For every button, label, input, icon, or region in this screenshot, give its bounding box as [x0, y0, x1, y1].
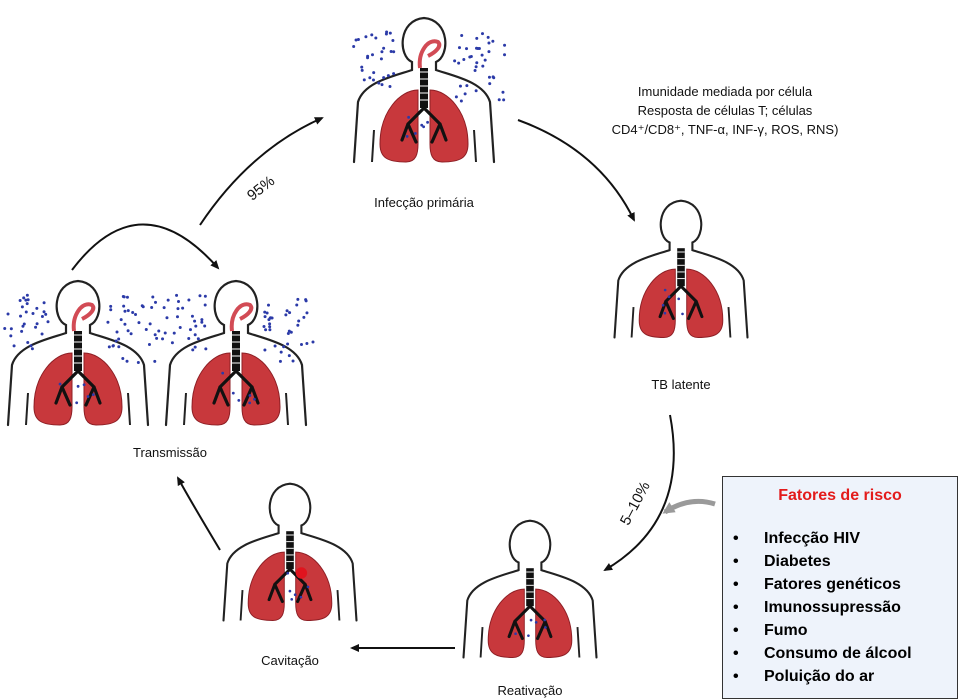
person-primary-infection [352, 18, 506, 162]
arrow-transmission-loop [72, 224, 218, 270]
risk-factors-title: Fatores de risco [723, 487, 957, 505]
risk-factor-item: •Infecção HIV [723, 527, 957, 550]
arrow-cavitation-to-transmission [178, 478, 220, 550]
risk-factor-item: •Imunossupressão [723, 596, 957, 619]
immunity-line-2: Resposta de células T; células [600, 101, 850, 120]
person-transmission-recipient [161, 281, 314, 425]
risk-factor-item: •Diabetes [723, 550, 957, 573]
risk-factors-box: Fatores de risco •Infecção HIV •Diabetes… [722, 476, 958, 699]
risk-factor-item: •Fatores genéticos [723, 573, 957, 596]
risk-factors-list: •Infecção HIV •Diabetes •Fatores genétic… [723, 527, 957, 688]
stage-label-transmission: Transmissão [133, 445, 207, 460]
risk-factor-item: •Fumo [723, 619, 957, 642]
immunity-annotation: Imunidade mediada por célula Resposta de… [600, 82, 850, 139]
stage-label-cavitation: Cavitação [261, 653, 319, 668]
risk-factor-item: •Poluição do ar [723, 665, 957, 688]
stage-label-reactivation: Reativação [497, 683, 562, 698]
person-latent-tb [615, 201, 748, 338]
stage-label-latent-tb: TB latente [651, 377, 710, 392]
person-reactivation [464, 521, 597, 658]
stage-label-primary-infection: Infecção primária [374, 195, 474, 210]
arrow-risk-factors [665, 501, 715, 512]
person-transmission-source [3, 281, 160, 425]
person-cavitation [224, 484, 357, 621]
immunity-line-1: Imunidade mediada por célula [600, 82, 850, 101]
immunity-line-3: CD4⁺/CD8⁺, TNF-α, INF-γ, ROS, RNS) [600, 120, 850, 139]
risk-factor-item: •Consumo de álcool [723, 642, 957, 665]
arrow-transmission-to-primary [200, 118, 322, 225]
